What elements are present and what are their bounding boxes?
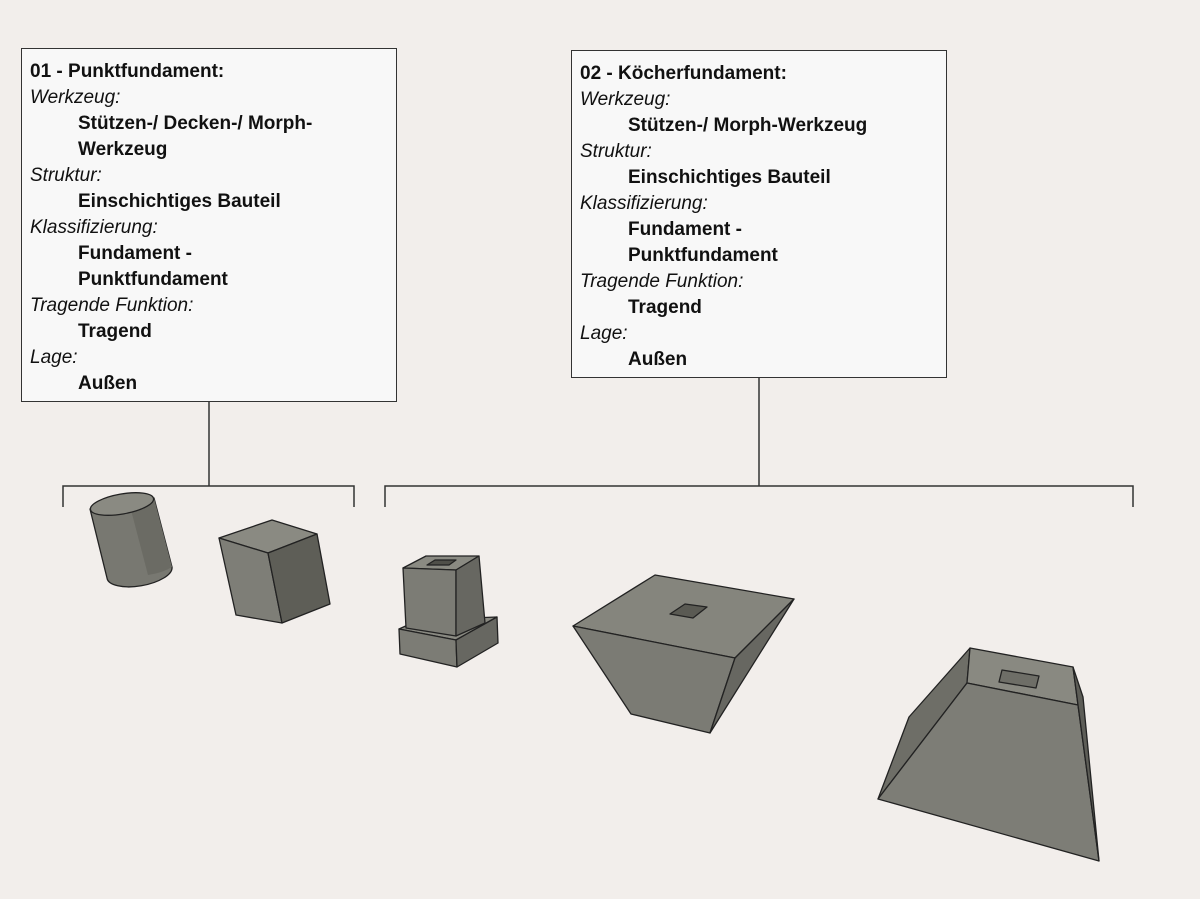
structure-value: Einschichtiges Bauteil bbox=[628, 167, 831, 188]
classification-value-line1: Fundament - bbox=[78, 243, 192, 264]
cylinder-footing bbox=[89, 492, 173, 588]
socket-footing-frustum bbox=[572, 574, 795, 734]
info-box-punktfundament: 01 - Punktfundament: Werkzeug: Stützen-/… bbox=[21, 48, 397, 402]
tool-value-line1: Stützen-/ Decken-/ Morph- bbox=[78, 113, 313, 134]
classification-label: Klassifizierung: bbox=[30, 217, 158, 238]
structure-label: Struktur: bbox=[580, 141, 652, 162]
classification-value-line1: Fundament - bbox=[628, 219, 742, 240]
socket-footing-small bbox=[398, 555, 499, 668]
loadbearing-label: Tragende Funktion: bbox=[30, 295, 194, 316]
bracket-group-1 bbox=[62, 485, 355, 507]
bracket-group-2 bbox=[384, 485, 1134, 507]
position-label: Lage: bbox=[30, 347, 78, 368]
tool-value: Stützen-/ Morph-Werkzeug bbox=[628, 115, 868, 136]
tool-label: Werkzeug: bbox=[580, 89, 671, 110]
structure-label: Struktur: bbox=[30, 165, 102, 186]
tool-value-line2: Werkzeug bbox=[78, 139, 168, 160]
classification-value-line2: Punktfundament bbox=[628, 245, 778, 266]
classification-label: Klassifizierung: bbox=[580, 193, 708, 214]
position-value: Außen bbox=[628, 349, 688, 370]
position-label: Lage: bbox=[580, 323, 628, 344]
box-title: 02 - Köcherfundament: bbox=[580, 63, 787, 84]
pyramid-footing-large bbox=[877, 647, 1100, 862]
tool-label: Werkzeug: bbox=[30, 87, 121, 108]
loadbearing-value: Tragend bbox=[78, 321, 152, 342]
box-title: 01 - Punktfundament: bbox=[30, 61, 225, 82]
info-box-koecherfundament: 02 - Köcherfundament: Werkzeug: Stützen-… bbox=[571, 50, 947, 378]
classification-value-line2: Punktfundament bbox=[78, 269, 228, 290]
position-value: Außen bbox=[78, 373, 138, 394]
loadbearing-value: Tragend bbox=[628, 297, 702, 318]
block-footing bbox=[218, 519, 331, 624]
structure-value: Einschichtiges Bauteil bbox=[78, 191, 281, 212]
loadbearing-label: Tragende Funktion: bbox=[580, 271, 744, 292]
